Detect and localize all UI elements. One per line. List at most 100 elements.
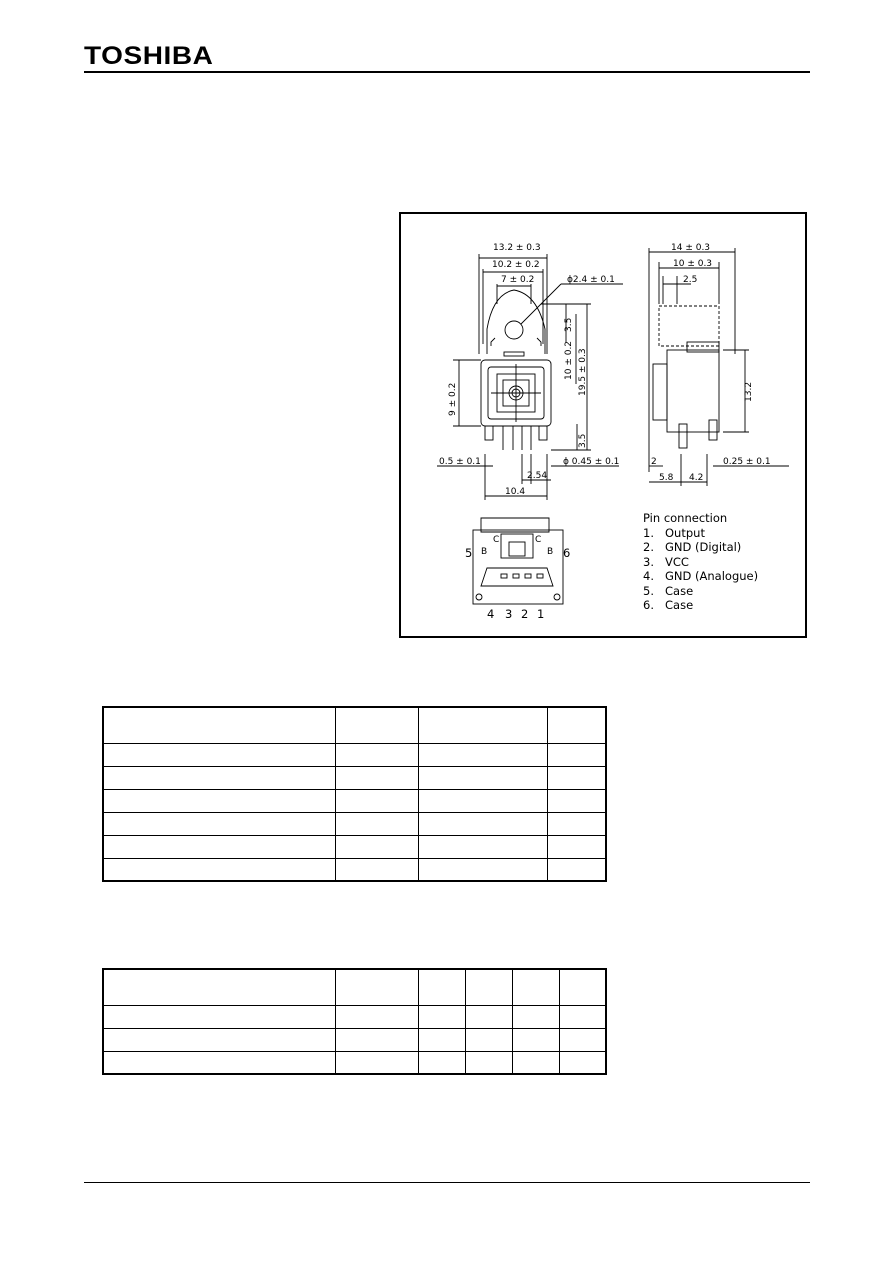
package-outline-svg: 13.2 ± 0.3 10.2 ± 0.2 7 ± 0.2 ϕ2.4 ± 0.1… xyxy=(437,243,789,621)
table-row xyxy=(102,811,607,836)
pin-item: 3. VCC xyxy=(643,555,758,570)
table-cell xyxy=(102,1027,336,1052)
dim-front-195: 19.5 ± 0.3 xyxy=(578,348,588,396)
table-cell xyxy=(335,968,419,1006)
bottom-view-case-5: 5 xyxy=(465,546,472,560)
table-cell xyxy=(418,968,466,1006)
table-cell xyxy=(102,834,336,859)
table-cell xyxy=(547,834,607,859)
header-rule xyxy=(84,71,810,73)
table-cell xyxy=(102,742,336,767)
table-cell xyxy=(335,834,419,859)
dim-front-35a: 3.5 xyxy=(564,318,574,332)
pin-item-label: Output xyxy=(665,525,705,540)
table-cell xyxy=(512,1004,560,1029)
dim-side-10: 10 ± 0.3 xyxy=(673,259,712,269)
table-row xyxy=(102,742,607,767)
table-cell xyxy=(465,1027,513,1052)
dim-side-42: 4.2 xyxy=(689,473,703,483)
dim-front-width-inner: 7 ± 0.2 xyxy=(501,275,534,285)
table-cell xyxy=(102,857,336,882)
dim-front-9: 9 ± 0.2 xyxy=(448,383,458,416)
table-cell xyxy=(335,1027,419,1052)
table-cell xyxy=(512,1050,560,1075)
table-cell xyxy=(512,968,560,1006)
table-cell xyxy=(335,706,419,744)
table-cell xyxy=(335,742,419,767)
table-cell xyxy=(418,788,548,813)
dim-front-hole: ϕ2.4 ± 0.1 xyxy=(567,275,615,285)
pin-item-label: VCC xyxy=(665,554,689,569)
table-cell xyxy=(418,857,548,882)
pin-item: 6.Case xyxy=(643,598,758,613)
dim-front-104: 10.4 xyxy=(505,487,525,497)
dim-front-10: 10 ± 0.2 xyxy=(564,341,574,380)
table-cell xyxy=(335,811,419,836)
table-cell xyxy=(547,765,607,790)
table-cell xyxy=(418,706,548,744)
table-row xyxy=(102,834,607,859)
brand-logo: TOSHIBA xyxy=(84,42,214,70)
table-cell xyxy=(512,1027,560,1052)
pin-item: 4.GND (Analogue) xyxy=(643,569,758,584)
table-cell xyxy=(547,857,607,882)
table-cell xyxy=(547,742,607,767)
dim-front-35b: 3.5 xyxy=(578,434,588,448)
dim-front-width-mid: 10.2 ± 0.2 xyxy=(492,260,540,270)
table-cell xyxy=(559,1050,607,1075)
table-cell xyxy=(418,1050,466,1075)
table-row xyxy=(102,1027,607,1052)
table-cell xyxy=(335,788,419,813)
footer-rule xyxy=(84,1182,810,1183)
dim-side-14: 14 ± 0.3 xyxy=(671,243,710,253)
table-row xyxy=(102,788,607,813)
dim-front-05: 0.5 ± 0.1 xyxy=(439,457,481,467)
table-header-row xyxy=(102,706,607,744)
dim-front-width-outer: 13.2 ± 0.3 xyxy=(493,243,541,253)
pin-item-number: 1. xyxy=(643,525,654,540)
bottom-view-pin-4: 4 xyxy=(487,607,494,621)
table-cell xyxy=(547,706,607,744)
pin-item: 5.Case xyxy=(643,584,758,599)
bottom-view-letter-b-right: B xyxy=(547,547,553,557)
table-cell xyxy=(335,857,419,882)
dim-side-2: 2 xyxy=(651,457,657,467)
bottom-view-letter-b-left: B xyxy=(481,547,487,557)
bottom-view-letter-c-left: C xyxy=(493,535,499,545)
table-row xyxy=(102,857,607,882)
table-cell xyxy=(418,765,548,790)
table-cell xyxy=(418,811,548,836)
table-cell xyxy=(335,765,419,790)
table-cell xyxy=(418,1027,466,1052)
table-header-row xyxy=(102,968,607,1006)
table-cell xyxy=(102,788,336,813)
pin-item-label: Case xyxy=(665,583,694,598)
table-cell xyxy=(547,788,607,813)
bottom-view-pin-3: 3 xyxy=(505,607,512,621)
table-cell xyxy=(559,1004,607,1029)
dim-side-58: 5.8 xyxy=(659,473,674,483)
table-cell xyxy=(102,1050,336,1075)
bottom-view-letter-c-right: C xyxy=(535,535,541,545)
pin-item-label: Case xyxy=(665,598,694,612)
table-cell xyxy=(102,765,336,790)
pin-item-number: 4. xyxy=(643,569,654,583)
table-cell xyxy=(418,742,548,767)
dim-front-045: ϕ 0.45 ± 0.1 xyxy=(563,457,619,467)
pin-connection-title: Pin connection xyxy=(643,511,728,525)
table-cell xyxy=(335,1050,419,1075)
package-drawing: 13.2 ± 0.3 10.2 ± 0.2 7 ± 0.2 ϕ2.4 ± 0.1… xyxy=(399,212,807,638)
table-cell xyxy=(335,1004,419,1029)
dim-side-25: 2.5 xyxy=(683,275,697,285)
table-cell xyxy=(465,1050,513,1075)
bottom-view-pin-2: 2 xyxy=(521,607,528,621)
characteristics-table xyxy=(102,968,607,1075)
table-cell xyxy=(465,1004,513,1029)
dim-side-132: 13.2 xyxy=(744,382,754,402)
table-cell xyxy=(102,1004,336,1029)
dim-side-025: 0.25 ± 0.1 xyxy=(723,457,771,467)
table-cell xyxy=(547,811,607,836)
table-cell xyxy=(559,968,607,1006)
pin-item: 2.GND (Digital) xyxy=(643,540,758,555)
pin-item-number: 3. xyxy=(643,554,654,569)
